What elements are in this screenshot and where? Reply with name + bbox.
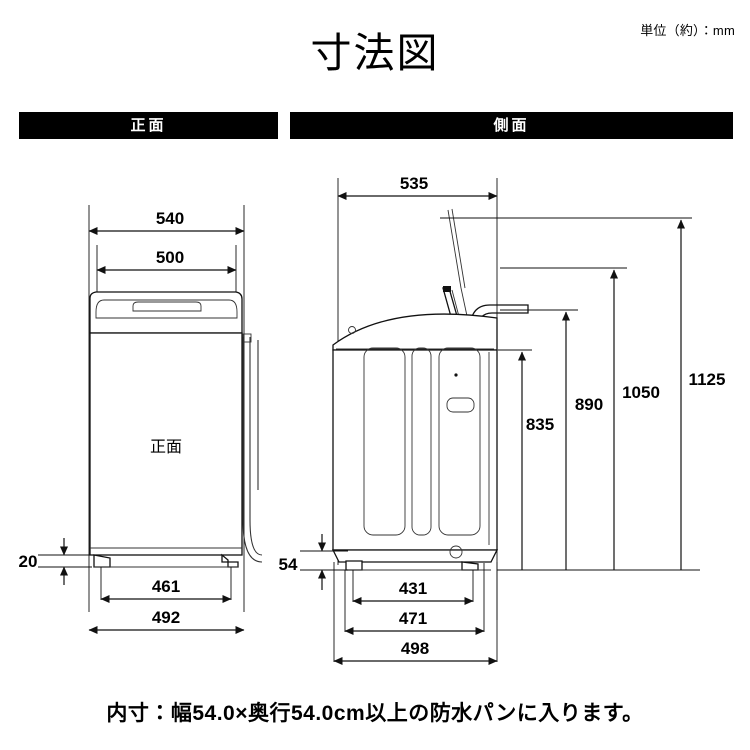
side-base bbox=[331, 549, 499, 563]
side-dim-label-471: 471 bbox=[399, 609, 427, 628]
front-foot-right bbox=[221, 553, 239, 568]
front-drain-hose-inner bbox=[249, 337, 263, 556]
side-panel-handle bbox=[446, 397, 475, 413]
side-lid-open-edge-a bbox=[447, 209, 462, 289]
side-caster bbox=[449, 545, 463, 559]
footer-caption: 内寸：幅54.0×奥行54.0cm以上の防水パンに入ります。 bbox=[106, 702, 644, 725]
side-panel-3 bbox=[438, 347, 481, 536]
front-dim-label-500: 500 bbox=[156, 248, 184, 267]
front-view-group: 540 500 正面 bbox=[19, 205, 263, 634]
front-drain-hose-outer bbox=[242, 337, 263, 563]
side-cabinet bbox=[332, 349, 498, 551]
side-top-cover bbox=[332, 313, 498, 351]
side-lid-open-edge-b bbox=[451, 208, 466, 289]
section-header-side: 側面 bbox=[290, 112, 733, 139]
side-dim-label-431: 431 bbox=[399, 579, 427, 598]
side-dim-label-498: 498 bbox=[401, 639, 429, 658]
side-view-group: 535 bbox=[279, 174, 726, 665]
side-foot-left bbox=[345, 560, 363, 571]
side-panel-dot bbox=[454, 373, 458, 377]
front-lid-handle bbox=[132, 301, 202, 312]
side-foot-right bbox=[461, 561, 479, 571]
section-header-front: 正面 bbox=[19, 112, 278, 139]
side-dim-label-535: 535 bbox=[400, 174, 428, 193]
side-lid-hinge bbox=[443, 286, 451, 292]
side-dim-label-890: 890 bbox=[575, 395, 603, 414]
front-dim-label-20: 20 bbox=[19, 552, 38, 571]
page-title: 寸法図 bbox=[310, 30, 440, 76]
unit-note: 単位（約）：mm bbox=[640, 23, 735, 38]
side-dim-label-54: 54 bbox=[279, 555, 298, 574]
side-dim-label-1050: 1050 bbox=[622, 383, 660, 402]
side-dim-label-1125: 1125 bbox=[689, 370, 726, 389]
front-body-label: 正面 bbox=[150, 439, 182, 456]
front-dim-label-492: 492 bbox=[152, 608, 180, 627]
front-foot-left bbox=[93, 554, 111, 568]
front-hose-collar bbox=[242, 333, 252, 343]
side-panel-1 bbox=[363, 347, 406, 536]
front-lid bbox=[89, 291, 243, 334]
front-dim-label-461: 461 bbox=[152, 577, 180, 596]
front-cabinet bbox=[89, 332, 243, 556]
side-panel-2 bbox=[411, 347, 432, 536]
front-dim-label-540: 540 bbox=[156, 209, 184, 228]
side-top-button bbox=[348, 326, 356, 334]
front-lid-inset bbox=[95, 299, 238, 319]
side-dim-label-835: 835 bbox=[526, 415, 554, 434]
